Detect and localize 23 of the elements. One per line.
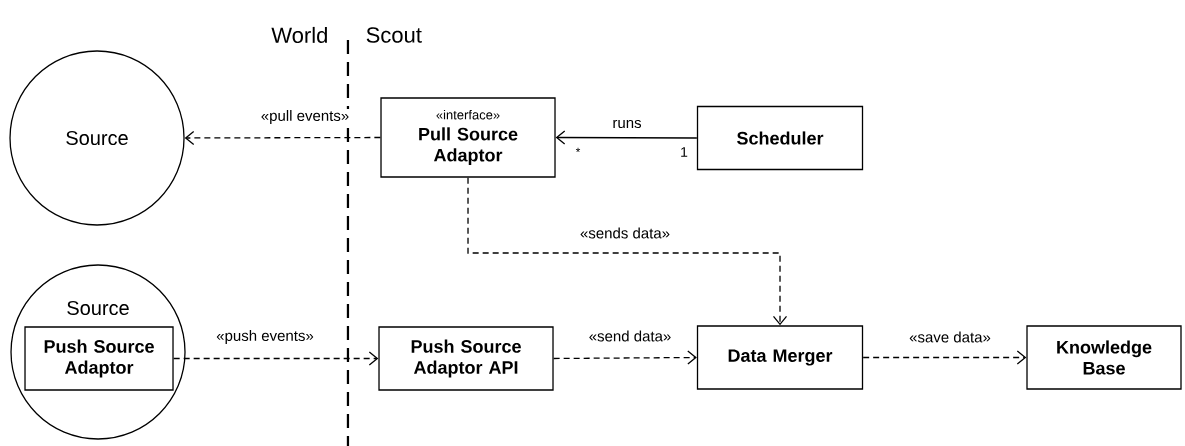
class-box: «interface» Pull Source Adaptor [380,97,556,178]
multiplicity-label: 1 [681,147,688,157]
multiplicity-label: * [575,147,581,153]
edge-label: «sends data» [578,226,672,240]
region-label: World [271,26,327,44]
edge-label: runs [611,118,643,130]
arrow [467,177,788,326]
arrow [553,350,697,365]
class-box: Data Merger [696,325,864,390]
class-box: Push Source Adaptor [24,326,174,391]
region-label: Scout [366,27,422,43]
edge-label: «send data» [587,329,673,343]
arrow [862,350,1027,365]
class-box: Push Source Adaptor API [378,326,554,391]
edge-label: «pull events» [259,109,351,125]
circle-node: Source [9,50,185,226]
class-box: Knowledge Base [1026,325,1182,390]
edge-label: «push events» [215,329,315,345]
class-box: Scheduler [696,105,864,171]
arrow [184,130,381,146]
edge-label: «save data» [908,330,992,344]
arrow [173,351,379,366]
arrow [555,130,698,145]
